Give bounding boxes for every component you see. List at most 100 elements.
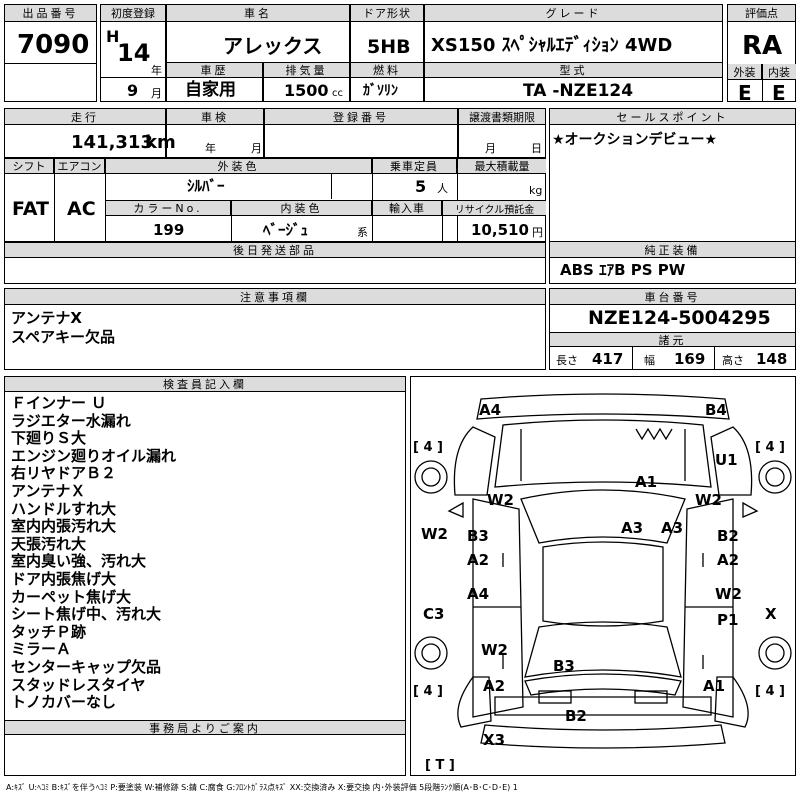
mark-w2-r2: W2 bbox=[715, 585, 742, 603]
fuel: ｶﾞｿﾘﾝ bbox=[363, 83, 398, 99]
mileage-label: 走行 bbox=[5, 109, 165, 125]
first-reg-label: 初度登録 bbox=[101, 5, 165, 22]
inspector-item: タッチＰ跡 bbox=[11, 622, 87, 641]
tire-spare: [ T ] bbox=[425, 758, 455, 773]
grade-box: グレード XS150 ｽﾍﾟｼｬﾙｴﾃﾞｨｼｮﾝ 4WD bbox=[424, 4, 723, 76]
inspection-label: 車検 bbox=[167, 109, 263, 125]
door-label: ドア形状 bbox=[351, 5, 423, 22]
history-box: 車歴 自家用 bbox=[166, 62, 263, 102]
fuel-box: 燃料 ｶﾞｿﾘﾝ bbox=[350, 62, 424, 102]
ac-label: エアコン bbox=[55, 159, 105, 174]
displacement-box: 排気量 1500 cc bbox=[263, 62, 350, 102]
transfer-label: 譲渡書類期限 bbox=[459, 109, 545, 125]
reg-no-box: 登録番号 bbox=[264, 108, 458, 158]
mark-w2-fl: W2 bbox=[487, 491, 514, 509]
legend: A:ｷｽﾞ U:ﾍｺﾐ B:ｷｽﾞを伴うﾍｺﾐ P:要塗装 W:補修跡 S:錆 … bbox=[6, 783, 518, 792]
car-name: アレックス bbox=[223, 34, 323, 58]
width: 169 bbox=[674, 350, 706, 368]
recycle-unit: 円 bbox=[532, 226, 543, 239]
mark-x3: X3 bbox=[483, 731, 506, 749]
car-diagram bbox=[414, 393, 792, 749]
score-label: 評価点 bbox=[728, 5, 795, 22]
inspector-item: Ｆインナー Ｕ bbox=[11, 394, 107, 412]
inspector-item: ドア内張焦げ大 bbox=[11, 569, 117, 588]
inspector-item: 下廻りＳ大 bbox=[11, 429, 87, 448]
inspector-item: 右リヤドアＢ２ bbox=[11, 464, 117, 483]
sales-point-box: セールスポイント ★オークションデビュー★ 純正装備 ABS ｴｱB PS PW bbox=[549, 108, 796, 284]
chassis-box: 車台番号 NZE124-5004295 諸元 長さ 417 幅 169 高さ 1… bbox=[549, 288, 796, 370]
mark-b2-bumper: B2 bbox=[565, 707, 587, 725]
load-label: 最大積載量 bbox=[458, 159, 546, 174]
car-diagram-box: [ 4 ] [ 4 ] [ 4 ] [ 4 ] [ T ] A4 B4 U1 A… bbox=[410, 376, 796, 776]
inspector-item: スタッドレスタイヤ bbox=[11, 675, 146, 694]
mileage-box: 走行 141,313 km bbox=[4, 108, 176, 158]
length: 417 bbox=[592, 350, 624, 368]
inspection-box: 車検 年 月 bbox=[166, 108, 264, 158]
notes-box: 注意事項欄 アンテナX スペアキー欠品 bbox=[4, 288, 546, 370]
inspector-item: 室内内張汚れ大 bbox=[11, 517, 117, 536]
year-unit: 年 bbox=[151, 64, 162, 77]
mileage: 141,313 bbox=[71, 132, 153, 153]
reg-year: 14 bbox=[117, 39, 151, 67]
inspector-item: 室内臭い強、汚れ大 bbox=[11, 552, 147, 571]
height: 148 bbox=[756, 350, 788, 368]
color-label: 外装色 bbox=[106, 159, 372, 174]
inspector-item: センターキャップ欠品 bbox=[11, 657, 162, 676]
load-unit: kg bbox=[529, 184, 543, 197]
mark-w2-fr: W2 bbox=[695, 491, 722, 509]
mark-a2-l1: A2 bbox=[467, 551, 490, 569]
mark-a3-a: A3 bbox=[621, 519, 644, 537]
score: RA bbox=[742, 31, 783, 61]
height-label: 高さ bbox=[722, 354, 744, 367]
mark-w2-rl: W2 bbox=[481, 641, 508, 659]
mark-b2-r: B2 bbox=[717, 527, 739, 545]
tire-fr: [ 4 ] bbox=[755, 440, 785, 455]
equipment-label: 純正装備 bbox=[550, 241, 795, 258]
color-no-label: カラーNo. bbox=[106, 201, 231, 216]
lot-label: 出品番号 bbox=[5, 5, 96, 22]
inspector-item: アンテナＸ bbox=[11, 481, 86, 500]
era: H bbox=[106, 27, 120, 46]
inspector-item: 天張汚れ大 bbox=[11, 534, 87, 553]
int-label: 内装 bbox=[762, 64, 796, 80]
int-grade: E bbox=[772, 81, 786, 105]
door-type: 5HB bbox=[367, 36, 411, 58]
inspector-item: シート焦げ中、汚れ大 bbox=[11, 605, 162, 624]
month-unit: 月 bbox=[151, 87, 162, 100]
model-label: 型式 bbox=[425, 63, 722, 78]
spec-box: シフト FAT エアコン AC 外装色 ｼﾙﾊﾞｰ 乗車定員 5 人 最大積載量… bbox=[4, 158, 546, 242]
mark-a1-rr: A1 bbox=[703, 677, 726, 695]
ext-label: 外装 bbox=[728, 64, 762, 80]
interior-color-label: 内装色 bbox=[232, 201, 372, 216]
sales-point-text: ★オークションデビュー★ bbox=[552, 132, 718, 148]
shift: FAT bbox=[12, 198, 49, 220]
interior-suffix: 系 bbox=[357, 226, 368, 239]
tire-rl: [ 4 ] bbox=[413, 684, 443, 699]
mark-u1: U1 bbox=[715, 451, 738, 469]
sales-point-label: セールスポイント bbox=[550, 109, 795, 125]
displacement-label: 排気量 bbox=[264, 63, 349, 78]
shift-label: シフト bbox=[5, 159, 54, 174]
fuel-label: 燃料 bbox=[351, 63, 423, 78]
notes-label: 注意事項欄 bbox=[5, 289, 545, 305]
car-name-label: 車名 bbox=[167, 5, 349, 22]
lot-number: 7090 bbox=[17, 30, 90, 60]
mark-p1: P1 bbox=[717, 611, 739, 629]
import-label: 輸入車 bbox=[373, 201, 442, 216]
color: ｼﾙﾊﾞｰ bbox=[187, 177, 225, 195]
mark-c3: C3 bbox=[423, 605, 445, 623]
inspector-item: カーペット焦げ大 bbox=[11, 587, 132, 606]
mark-a2-r1: A2 bbox=[717, 551, 740, 569]
mark-b3-l: B3 bbox=[467, 527, 489, 545]
inspector-item: エンジン廻りオイル漏れ bbox=[11, 446, 177, 465]
inspector-label: 検査員記入欄 bbox=[5, 377, 405, 392]
mark-a4-ld: A4 bbox=[467, 585, 490, 603]
tire-fl: [ 4 ] bbox=[413, 440, 443, 455]
ext-grade: E bbox=[738, 81, 752, 105]
chassis-number: NZE124-5004295 bbox=[588, 307, 771, 329]
mark-b4-top: B4 bbox=[705, 401, 727, 419]
capacity-unit: 人 bbox=[437, 182, 448, 195]
mileage-unit: km bbox=[145, 132, 176, 153]
